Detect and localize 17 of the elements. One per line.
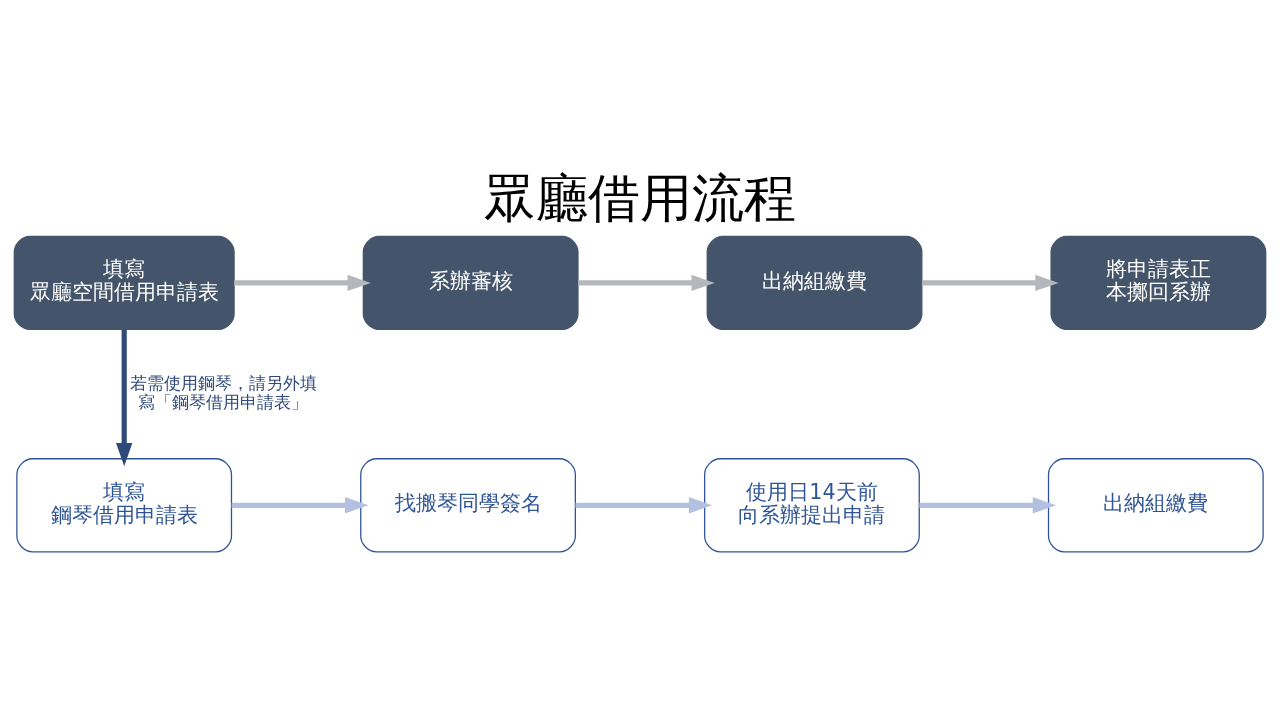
arrow <box>231 496 369 513</box>
node-box: 出納組繳費 <box>1047 457 1264 552</box>
arrow <box>922 274 1059 291</box>
node-box: 填寫 眾廳空間借用申請表 <box>13 235 235 330</box>
node-box: 使用日14天前向系辦提出申請 <box>704 457 920 552</box>
arrow <box>234 274 371 291</box>
node-box: 將申請表正本擲回系辦 <box>1050 235 1267 330</box>
arrow <box>578 274 715 291</box>
node-box: 找搬琴同學簽名 <box>360 457 576 552</box>
diagram-title: 眾廳借用流程 <box>484 167 796 228</box>
arrow <box>116 329 133 466</box>
arrow <box>575 496 713 513</box>
node-box: 出納組繳費 <box>706 235 923 330</box>
node-box: 系辦審核 <box>362 235 579 330</box>
node-box: 填寫 鋼琴借用申請表 <box>16 457 233 552</box>
edge-label: 若需使用鋼琴，請另外填寫「鋼琴借用申請表」 <box>129 372 317 412</box>
arrow <box>919 496 1057 513</box>
